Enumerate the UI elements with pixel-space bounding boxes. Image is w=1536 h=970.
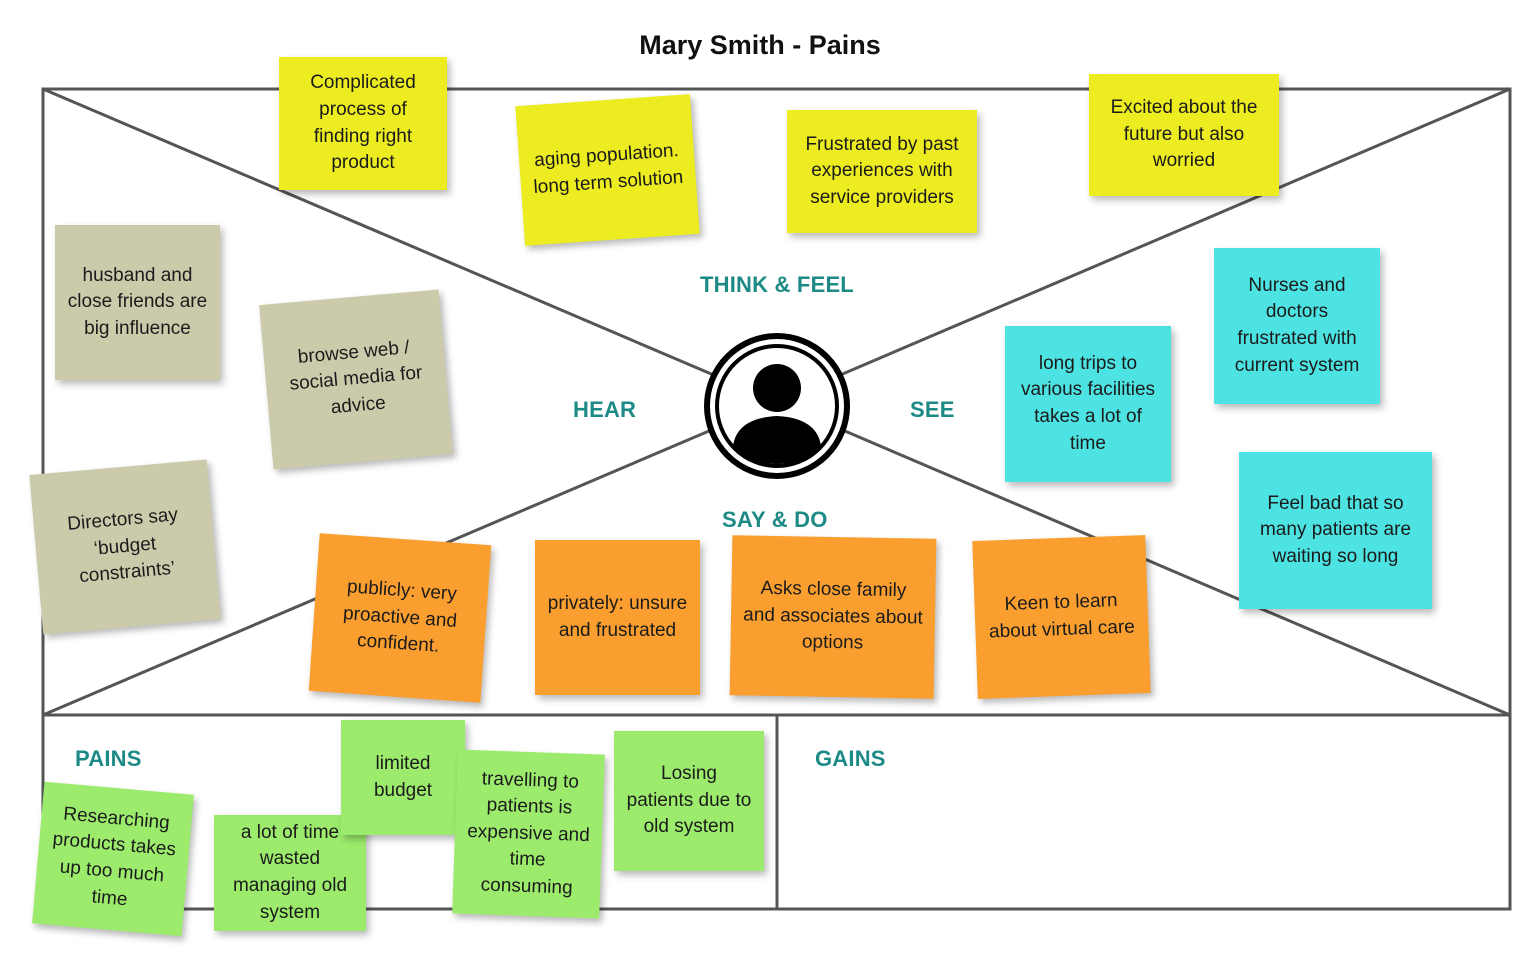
hear-label: HEAR <box>573 397 637 422</box>
sticky-note[interactable]: Keen to learn about virtual care <box>972 535 1151 699</box>
sticky-note[interactable]: publicly: very proactive and confident. <box>308 533 492 703</box>
sticky-note[interactable]: a lot of time wasted managing old system <box>214 815 366 931</box>
sticky-note[interactable]: aging population. long term solution <box>515 94 700 246</box>
sticky-note[interactable]: Nurses and doctors frustrated with curre… <box>1214 248 1380 404</box>
diagonal-top-right <box>776 87 1511 404</box>
see-label: SEE <box>910 397 955 422</box>
sticky-note[interactable]: Excited about the future but also worrie… <box>1089 74 1279 196</box>
diagonal-top-left <box>42 87 778 404</box>
say-do-label: SAY & DO <box>722 507 828 532</box>
think-feel-label: THINK & FEEL <box>700 272 854 297</box>
sticky-note[interactable]: Feel bad that so many patients are waiti… <box>1239 452 1432 609</box>
user-avatar-icon <box>703 332 851 480</box>
sticky-note[interactable]: Losing patients due to old system <box>614 731 764 871</box>
sticky-note[interactable]: Complicated process of finding right pro… <box>279 57 447 190</box>
sticky-note[interactable]: travelling to patients is expensive and … <box>452 749 605 919</box>
page-title: Mary Smith - Pains <box>639 30 881 60</box>
sticky-note[interactable]: browse web / social media for advice <box>259 289 453 470</box>
sticky-note[interactable]: Frustrated by past experiences with serv… <box>787 110 977 233</box>
pains-label: PAINS <box>75 746 142 771</box>
sticky-note[interactable]: long trips to various facilities takes a… <box>1005 326 1171 482</box>
gains-label: GAINS <box>815 746 886 771</box>
sticky-note[interactable]: Directors say ‘budget constraints’ <box>29 459 221 635</box>
sticky-note[interactable]: Asks close family and associates about o… <box>729 535 937 699</box>
sticky-note[interactable]: Researching products takes up too much t… <box>32 781 194 937</box>
sticky-note[interactable]: limited budget <box>341 720 465 835</box>
sticky-note[interactable]: husband and close friends are big influe… <box>55 225 220 380</box>
sticky-note[interactable]: privately: unsure and frustrated <box>535 540 700 695</box>
